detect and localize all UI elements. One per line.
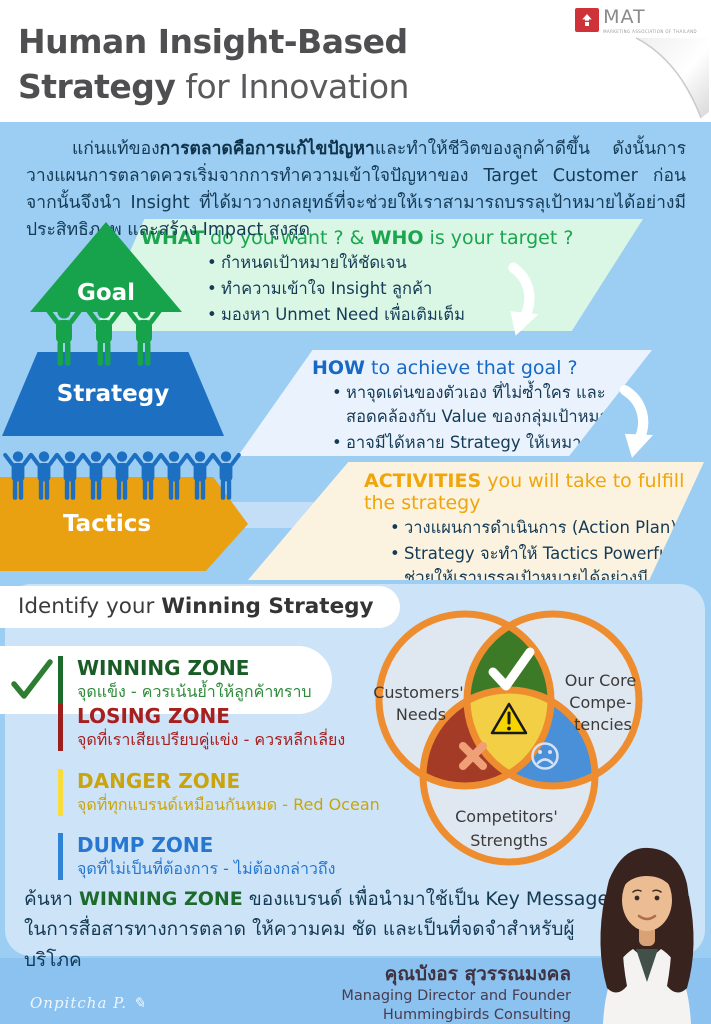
venn-diagram: Customers' Needs Our Core Compe- tencies… bbox=[373, 610, 643, 866]
strategy-people-figures bbox=[2, 430, 236, 520]
goal-question: WHAT do you want ? & WHO is your target … bbox=[141, 227, 643, 249]
zone-winning-title: WINNING ZONE bbox=[77, 656, 250, 680]
signature: Onpitcha P. ✎ bbox=[30, 994, 147, 1012]
tactics-question: ACTIVITIES you will take to fulfill the … bbox=[364, 470, 704, 514]
intro-pre: แก่นแท้ของ bbox=[72, 139, 160, 159]
zone-dump: DUMP ZONE จุดที่ไม่เป็นที่ต้องการ - ไม่ต… bbox=[58, 833, 336, 881]
winning-zone-card: WINNING ZONE จุดแข็ง - ควรเน้นย้ำให้ลูกค… bbox=[0, 646, 332, 714]
zone-danger: DANGER ZONE จุดที่ทุกแบรนด์เหมือนกันหมด … bbox=[58, 769, 380, 817]
title-line-2-bold: Strategy bbox=[18, 66, 176, 106]
goal-bullet: กำหนดเป้าหมายให้ชัดเจน bbox=[207, 251, 643, 275]
portrait-photo bbox=[600, 847, 694, 1024]
person-icon bbox=[44, 304, 84, 366]
tactics-panel: ACTIVITIES you will take to fulfill the … bbox=[248, 462, 704, 580]
venn-label-core-competencies: Our Core Compe- tencies bbox=[565, 671, 642, 734]
section-heading-pill: Identify your Winning Strategy bbox=[0, 586, 400, 628]
zone-danger-title: DANGER ZONE bbox=[77, 769, 241, 793]
person-icon bbox=[210, 430, 242, 520]
mat-logo-icon bbox=[575, 8, 600, 32]
footer-band bbox=[0, 958, 711, 1024]
check-icon bbox=[488, 647, 535, 691]
conclusion-pre: ค้นหา bbox=[24, 888, 79, 910]
zone-dump-desc: จุดที่ไม่เป็นที่ต้องการ - ไม่ต้องกล่าวถึ… bbox=[77, 859, 336, 878]
strategy-question-how: HOW bbox=[312, 357, 366, 379]
strategy-bullet-list: หาจุดเด่นของตัวเอง ที่ไม่ซ้ำใคร และ สอดค… bbox=[332, 381, 652, 456]
title-line-1: Human Insight-Based bbox=[18, 22, 408, 61]
tactics-bullet-list: วางแผนการดำเนินการ (Action Plan) Strateg… bbox=[390, 516, 704, 580]
zone-danger-desc: จุดที่ทุกแบรนด์เหมือนกันหมด - Red Ocean bbox=[77, 795, 380, 814]
person-icon bbox=[124, 304, 164, 366]
section-heading-bold: Winning Strategy bbox=[161, 594, 374, 619]
title-line-2-light: for Innovation bbox=[175, 66, 409, 106]
goal-bullet-list: กำหนดเป้าหมายให้ชัดเจน ทำความเข้าใจ Insi… bbox=[207, 251, 643, 327]
goal-people-figures bbox=[44, 304, 164, 366]
author-company: Hummingbirds Consulting bbox=[382, 1007, 571, 1024]
checkmark-icon bbox=[11, 659, 53, 699]
goal-label: Goal bbox=[76, 280, 136, 306]
goal-question-mid: do you want ? & bbox=[204, 227, 371, 249]
zone-losing-desc: จุดที่เราเสียเปรียบคู่แข่ง - ควรหลีกเลี่… bbox=[77, 730, 346, 749]
mat-logo-text: MAT bbox=[603, 6, 646, 28]
strategy-bullet: หาจุดเด่นของตัวเอง ที่ไม่ซ้ำใคร และ สอดค… bbox=[332, 381, 652, 429]
strategy-question-end: to achieve that goal ? bbox=[365, 357, 578, 379]
section-heading-pre: Identify your bbox=[18, 594, 162, 619]
intro-paragraph: แก่นแท้ของการตลาดคือการแก้ไขปัญหาและทำให… bbox=[26, 136, 686, 245]
goal-question-end: is your target ? bbox=[423, 227, 574, 249]
goal-panel: WHAT do you want ? & WHO is your target … bbox=[95, 219, 643, 331]
zone-winning: WINNING ZONE จุดแข็ง - ควรเน้นย้ำให้ลูกค… bbox=[58, 656, 312, 704]
conclusion-paragraph: ค้นหา WINNING ZONE ของแบรนด์ เพื่อนำมาใช… bbox=[24, 884, 624, 975]
tactics-bullet: Strategy จะทำให้ Tactics Powerful ขึ้น ช… bbox=[390, 542, 704, 580]
mat-logo: MAT MARKETING ASSOCIATION OF THAILAND bbox=[575, 8, 697, 34]
tactics-bullet: วางแผนการดำเนินการ (Action Plan) bbox=[390, 516, 704, 540]
strategy-label: Strategy bbox=[56, 381, 170, 407]
author-name: คุณบังอร สุวรรณมงคล bbox=[384, 963, 571, 985]
conclusion-post: ของแบรนด์ เพื่อนำมาใช้เป็น Key Message ใ… bbox=[24, 888, 610, 971]
zone-losing-title: LOSING ZONE bbox=[77, 704, 230, 728]
warning-icon bbox=[490, 702, 528, 735]
arrow-up-icon bbox=[582, 14, 592, 26]
sad-face-icon bbox=[531, 742, 559, 770]
conclusion-bold: WINNING ZONE bbox=[78, 888, 243, 910]
zone-dump-title: DUMP ZONE bbox=[77, 833, 214, 857]
venn-label-competitors-strengths: Competitors' Strengths bbox=[455, 807, 563, 850]
curved-arrow-icon bbox=[619, 385, 654, 458]
goal-bullet: มองหา Unmet Need เพื่อเติมเต็ม bbox=[207, 303, 643, 327]
tactics-question-end: you will take to fulfill the strategy bbox=[364, 470, 685, 514]
strategy-trapezoid: Strategy bbox=[2, 352, 224, 436]
goal-question-what: WHAT bbox=[141, 227, 205, 249]
intro-bold: การตลาดคือการแก้ไขปัญหา bbox=[159, 139, 375, 159]
zone-losing: LOSING ZONE จุดที่เราเสียเปรียบคู่แข่ง -… bbox=[58, 704, 346, 752]
venn-label-customers-needs: Customers' Needs bbox=[373, 683, 469, 724]
intro-rest: และทำให้ชีวิตของลูกค้าดีขึ้น ดังนั้นการว… bbox=[26, 139, 686, 241]
header-band: Human Insight-Based Strategy for Innovat… bbox=[0, 0, 711, 122]
page-title: Human Insight-Based Strategy for Innovat… bbox=[18, 20, 409, 109]
zone-winning-desc: จุดแข็ง - ควรเน้นย้ำให้ลูกค้าทราบ bbox=[77, 682, 312, 701]
person-icon bbox=[84, 304, 124, 366]
strategy-panel: HOW to achieve that goal ? หาจุดเด่นของต… bbox=[238, 350, 652, 456]
tactics-question-activities: ACTIVITIES bbox=[364, 470, 482, 492]
cross-icon bbox=[459, 742, 487, 770]
strategy-question: HOW to achieve that goal ? bbox=[312, 357, 652, 379]
goal-question-who: WHO bbox=[370, 227, 424, 249]
curved-arrow-icon bbox=[508, 262, 539, 336]
mat-logo-tagline: MARKETING ASSOCIATION OF THAILAND bbox=[603, 29, 697, 34]
goal-bullet: ทำความเข้าใจ Insight ลูกค้า bbox=[207, 277, 643, 301]
tactics-label: Tactics bbox=[62, 511, 152, 537]
page-curl-decoration bbox=[635, 37, 709, 119]
author-role: Managing Director and Founder bbox=[341, 987, 571, 1004]
author-credits: คุณบังอร สุวรรณมงคล Managing Director an… bbox=[341, 962, 571, 1024]
